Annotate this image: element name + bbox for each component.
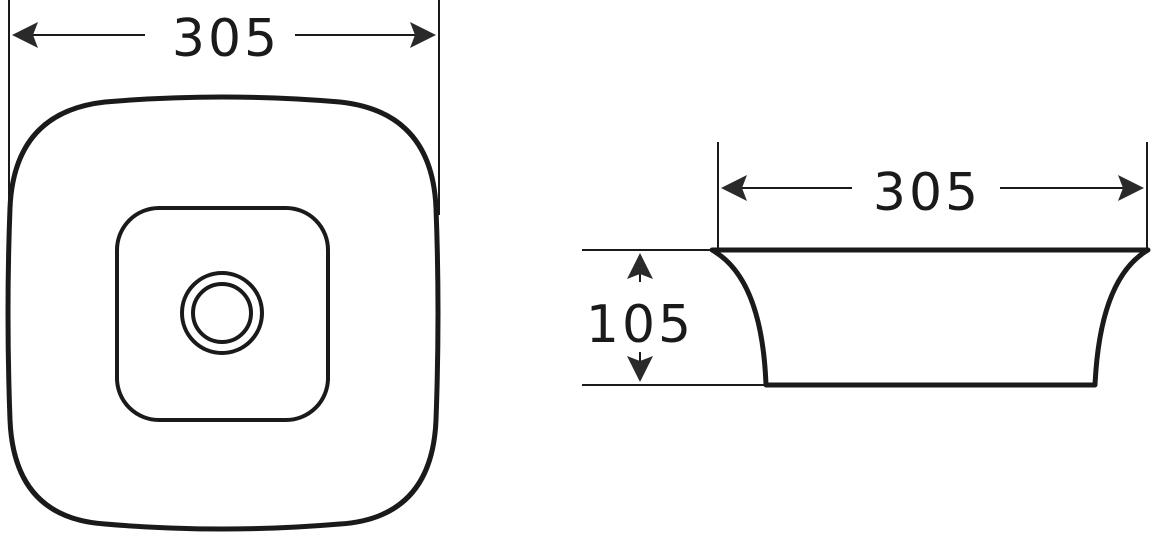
top-view: 305 (5, 0, 441, 532)
top-view-arrow-right (410, 22, 436, 48)
side-view-arrow-down (627, 356, 653, 382)
top-view-arrow-left (12, 22, 38, 48)
top-view-inner-bowl (115, 206, 330, 422)
top-view-width-label: 305 (172, 9, 280, 69)
top-view-outer-rim (5, 94, 441, 532)
side-view-arrow-left (721, 175, 747, 201)
drain-inner-ring (191, 282, 253, 344)
drain-outer-ring (180, 271, 264, 355)
side-view-arrow-right (1118, 175, 1144, 201)
side-view-basin-profile (709, 247, 1151, 388)
side-view-arrow-up (627, 253, 653, 279)
side-view-width-label: 305 (873, 163, 981, 223)
side-view-height-label: 105 (586, 295, 694, 355)
side-view: 305 105 (582, 142, 1151, 388)
